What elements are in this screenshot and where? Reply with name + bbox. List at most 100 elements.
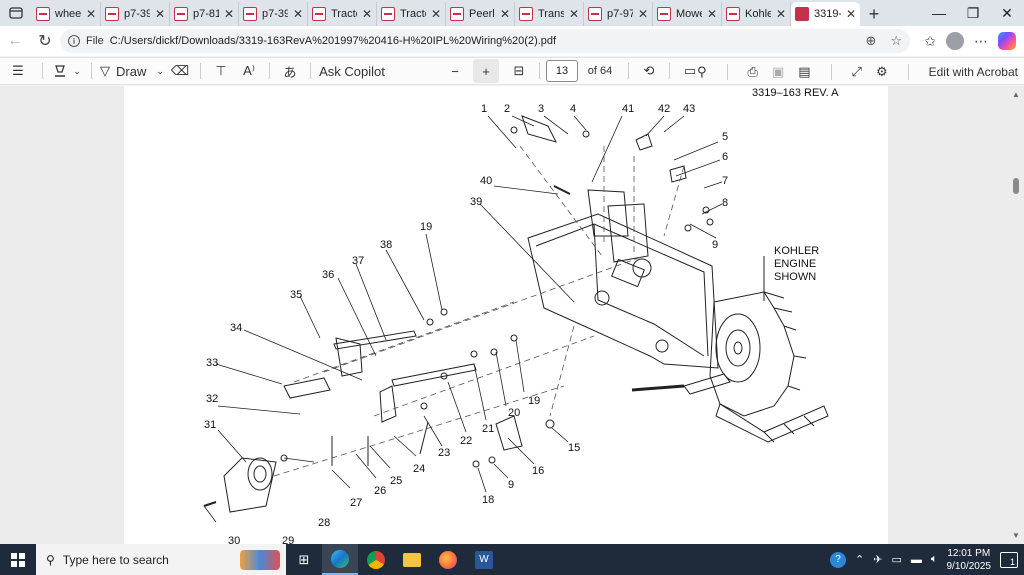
scroll-up-icon[interactable]: ▲ <box>1012 90 1020 99</box>
callout: 37 <box>352 255 364 267</box>
page-number-input[interactable]: 13 <box>546 60 578 82</box>
save-button[interactable]: ▣ <box>772 60 784 84</box>
close-tab-icon[interactable]: ✕ <box>499 7 510 21</box>
scroll-down-icon[interactable]: ▼ <box>1012 531 1020 540</box>
contents-button[interactable]: ☰ <box>0 59 36 83</box>
callout-numbers: 1 2 3 4 41 42 43 5 6 7 40 8 39 9 19 38 3… <box>204 103 728 544</box>
rotate-button[interactable]: ⟲ <box>635 59 663 83</box>
taskbar-chrome[interactable] <box>358 544 394 575</box>
tab-0[interactable]: wheel✕ <box>32 2 101 26</box>
tab-6[interactable]: Peerle✕ <box>446 2 515 26</box>
taskbar-firefox[interactable] <box>430 544 466 575</box>
callout: 30 <box>228 535 240 544</box>
engine-note-line: SHOWN <box>774 271 816 283</box>
tab-11-active[interactable]: 3319-✕ <box>791 2 860 26</box>
save-as-button[interactable]: ▤ <box>798 60 810 84</box>
tab-4[interactable]: Tracto✕ <box>308 2 377 26</box>
network-off-icon[interactable]: ✈ <box>873 554 883 566</box>
tab-3[interactable]: p7-39✕ <box>239 2 308 26</box>
vertical-scrollbar[interactable]: ▲ ▼ <box>1010 86 1022 544</box>
url-text[interactable]: C:/Users/dickf/Downloads/3319-163RevA%20… <box>109 35 557 47</box>
callout: 28 <box>318 517 330 529</box>
divider <box>628 63 629 79</box>
fit-page-button[interactable]: ⊟ <box>505 59 533 83</box>
settings-button[interactable]: ⚙ <box>876 60 888 84</box>
tab-8[interactable]: p7-97✕ <box>584 2 653 26</box>
close-tab-icon[interactable]: ✕ <box>292 7 303 21</box>
erase-button[interactable]: ⌫ <box>166 59 194 83</box>
firefox-icon <box>439 550 457 569</box>
callout: 31 <box>204 419 216 431</box>
refresh-icon: ↻ <box>38 33 52 50</box>
tab-10[interactable]: Kohle✕ <box>722 2 791 26</box>
back-button[interactable]: ← <box>0 27 30 55</box>
favorite-star-icon[interactable]: ☆ <box>890 33 902 48</box>
address-input[interactable]: i File C:/Users/dickf/Downloads/3319-163… <box>60 29 910 53</box>
taskbar-search-input[interactable]: ⚲ Type here to search <box>36 544 286 575</box>
more-icon[interactable]: ⋯ <box>974 32 988 49</box>
info-icon[interactable]: i <box>68 35 80 47</box>
zoom-out-button[interactable]: − <box>441 59 469 83</box>
clock[interactable]: 12:01 PM 9/10/2025 <box>947 547 992 573</box>
page-view-button[interactable]: ▭ <box>676 59 704 83</box>
start-button[interactable] <box>0 544 36 575</box>
engine-note: KOHLER ENGINE SHOWN <box>774 245 819 283</box>
display-icon[interactable]: ▭ <box>891 554 902 566</box>
tab-2[interactable]: p7-81✕ <box>170 2 239 26</box>
callout: 26 <box>374 485 386 497</box>
divider <box>42 63 43 79</box>
callout: 18 <box>482 494 494 506</box>
restore-icon[interactable]: ❐ <box>966 4 980 21</box>
copilot-icon[interactable] <box>998 32 1016 50</box>
close-tab-icon[interactable]: ✕ <box>706 7 717 21</box>
scroll-thumb[interactable] <box>1013 178 1019 194</box>
battery-icon[interactable]: ▬ <box>910 553 922 566</box>
close-tab-icon[interactable]: ✕ <box>430 7 441 21</box>
close-tab-icon[interactable]: ✕ <box>775 7 786 21</box>
close-tab-icon[interactable]: ✕ <box>637 7 648 21</box>
refresh-button[interactable]: ↻ <box>30 27 60 55</box>
pdf-viewer[interactable]: 3319–163 REV. A <box>0 86 1024 544</box>
find-button[interactable]: ⚲ <box>697 60 707 84</box>
favorites-icon[interactable]: ✩ <box>924 32 936 49</box>
chevron-up-icon[interactable]: ⌃ <box>855 554 865 566</box>
text-box-button[interactable]: ⊤ <box>207 59 235 83</box>
tab-5[interactable]: Tracto✕ <box>377 2 446 26</box>
notification-center-button[interactable]: 1 <box>1000 551 1018 568</box>
close-tab-icon[interactable]: ✕ <box>361 7 372 21</box>
new-tab-button[interactable]: + <box>860 2 888 26</box>
print-button[interactable]: ⎙ <box>748 60 758 84</box>
ask-copilot-label: Ask Copilot <box>319 63 385 79</box>
tab-actions-button[interactable] <box>0 0 32 26</box>
taskbar-file-explorer[interactable] <box>394 544 430 575</box>
profile-avatar[interactable] <box>946 32 964 50</box>
close-window-icon[interactable]: ✕ <box>1001 4 1013 21</box>
highlight-button[interactable]: ⌄ <box>49 59 85 83</box>
ask-copilot-button[interactable]: Ask Copilot <box>317 59 387 83</box>
edit-with-acrobat-button[interactable]: Edit with Acrobat <box>928 65 1018 79</box>
close-tab-icon[interactable]: ✕ <box>154 7 165 21</box>
task-view-button[interactable]: ⊞ <box>286 544 322 575</box>
zoom-icon[interactable]: ⊕ <box>865 33 877 48</box>
volume-icon[interactable]: 🔈︎ <box>930 553 938 565</box>
minimize-icon[interactable]: — <box>932 5 946 21</box>
zoom-in-button[interactable]: + <box>473 59 499 83</box>
full-screen-button[interactable]: ⤢ <box>852 60 862 84</box>
divider <box>269 63 270 79</box>
translate-button[interactable]: あ <box>276 59 304 83</box>
close-tab-icon[interactable]: ✕ <box>223 7 234 21</box>
taskbar-word[interactable]: W <box>466 544 502 575</box>
close-tab-icon[interactable]: ✕ <box>568 7 579 21</box>
help-icon[interactable]: ? <box>830 551 847 568</box>
taskbar-edge[interactable] <box>322 544 358 575</box>
minus-icon: − <box>451 63 459 79</box>
page-count: of 64 <box>587 65 613 77</box>
read-aloud-button[interactable]: A⁾ <box>235 59 263 83</box>
tab-1[interactable]: p7-39✕ <box>101 2 170 26</box>
draw-button[interactable]: ▽ Draw ⌄ <box>98 59 166 83</box>
close-tab-icon[interactable]: ✕ <box>85 7 96 21</box>
close-tab-icon[interactable]: ✕ <box>845 7 856 21</box>
callout: 34 <box>230 322 242 334</box>
tab-7[interactable]: Transr✕ <box>515 2 584 26</box>
tab-9[interactable]: Mowe✕ <box>653 2 722 26</box>
